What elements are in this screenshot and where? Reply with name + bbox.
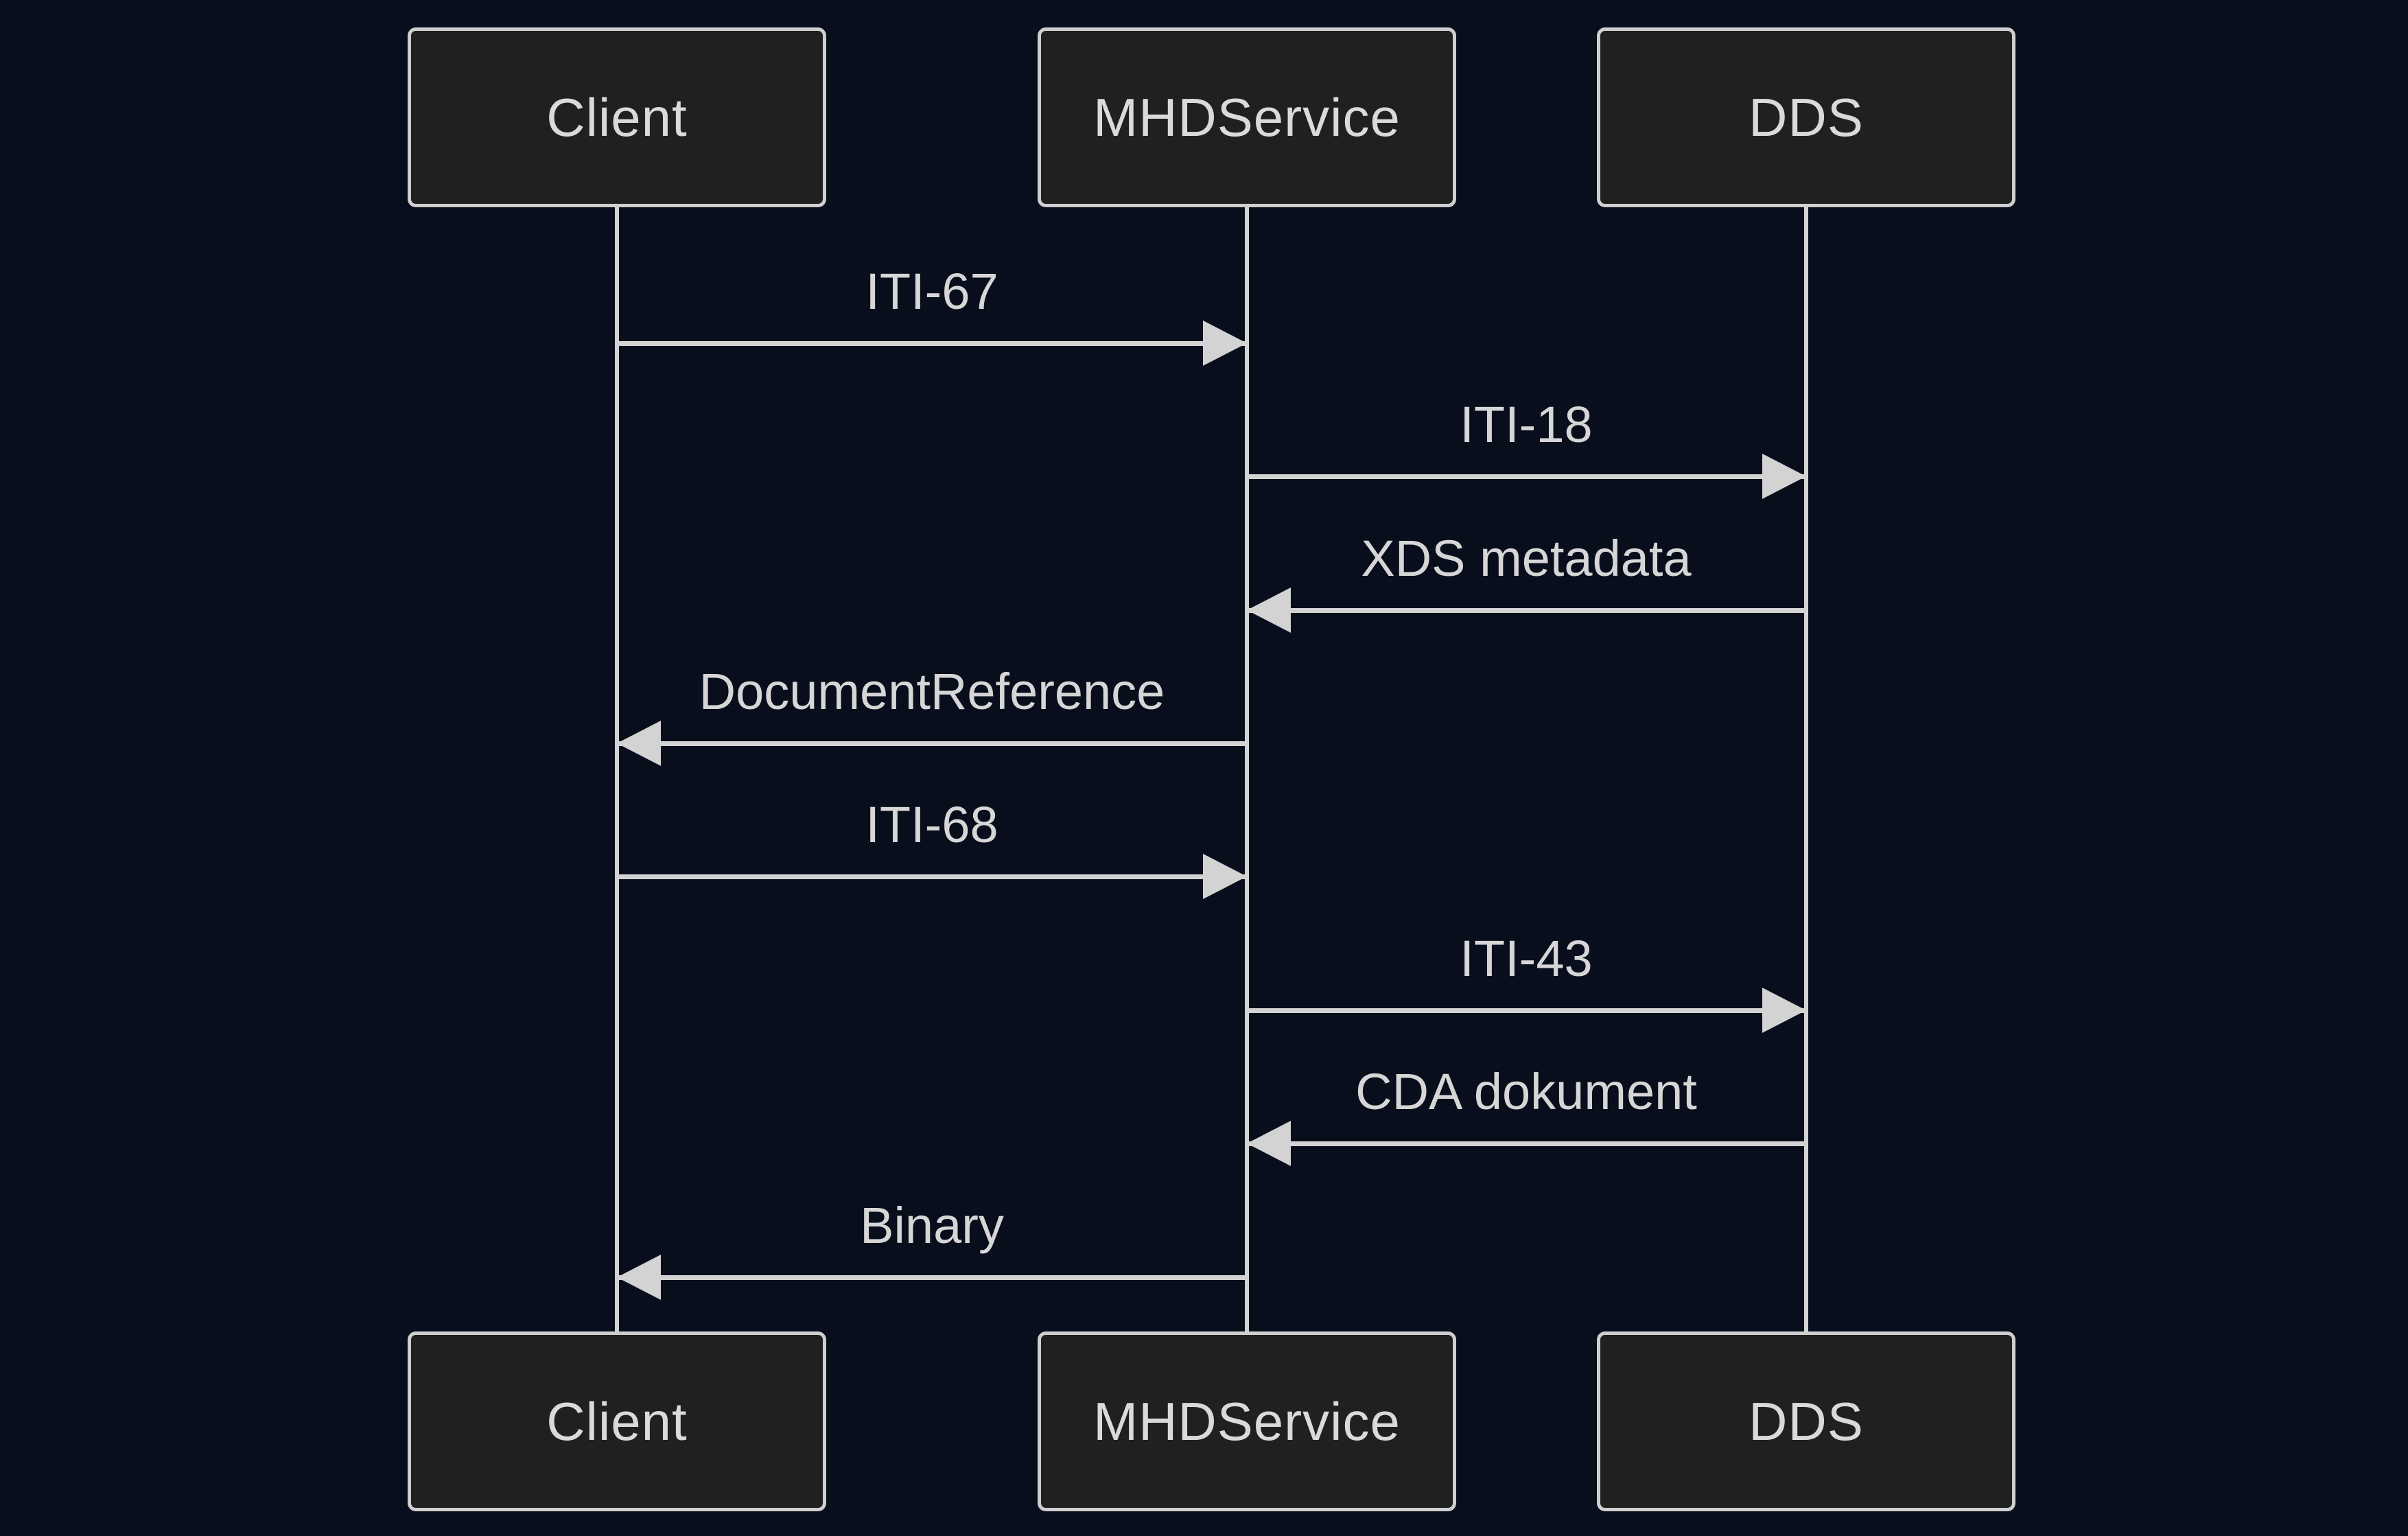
message-label-iti-67: ITI-67 — [865, 263, 998, 320]
message-label-xds-metadata: XDS metadata — [1361, 530, 1692, 587]
message-label-iti-18: ITI-18 — [1460, 396, 1593, 453]
actor-label-mhdservice: MHDService — [1093, 86, 1401, 148]
actor-label-mhdservice: MHDService — [1093, 1390, 1401, 1452]
actor-label-client: Client — [546, 86, 688, 148]
arrowhead-right-icon — [1203, 321, 1247, 366]
actor-box-dds-bottom: DDS — [1597, 1331, 2015, 1511]
arrow-line — [1247, 1008, 1806, 1013]
actor-box-mhdservice-bottom: MHDService — [1038, 1331, 1456, 1511]
arrow-line — [617, 741, 1247, 746]
arrow-line — [1247, 608, 1806, 613]
actor-label-dds: DDS — [1749, 86, 1864, 148]
arrow-line — [617, 341, 1247, 346]
arrowhead-left-icon — [617, 721, 661, 766]
arrowhead-right-icon — [1762, 454, 1806, 499]
actor-box-mhdservice-top: MHDService — [1038, 27, 1456, 207]
lifeline-dds — [1804, 207, 1808, 1331]
message-label-cda-dokument: CDA dokument — [1355, 1063, 1697, 1120]
arrowhead-left-icon — [1247, 587, 1291, 633]
actor-box-client-bottom: Client — [408, 1331, 826, 1511]
actor-box-dds-top: DDS — [1597, 27, 2015, 207]
arrow-line — [1247, 474, 1806, 479]
lifeline-client — [615, 207, 619, 1331]
actor-label-dds: DDS — [1749, 1390, 1864, 1452]
message-label-documentreference: DocumentReference — [699, 663, 1165, 720]
message-label-iti-43: ITI-43 — [1460, 930, 1593, 987]
message-label-binary: Binary — [860, 1197, 1004, 1254]
arrow-line — [617, 874, 1247, 879]
arrowhead-right-icon — [1762, 988, 1806, 1033]
arrowhead-left-icon — [1247, 1121, 1291, 1166]
arrow-line — [617, 1275, 1247, 1280]
arrow-line — [1247, 1141, 1806, 1146]
message-label-iti-68: ITI-68 — [865, 796, 998, 853]
arrowhead-left-icon — [617, 1255, 661, 1300]
actor-label-client: Client — [546, 1390, 688, 1452]
arrowhead-right-icon — [1203, 854, 1247, 899]
lifeline-mhdservice — [1245, 207, 1249, 1331]
actor-box-client-top: Client — [408, 27, 826, 207]
